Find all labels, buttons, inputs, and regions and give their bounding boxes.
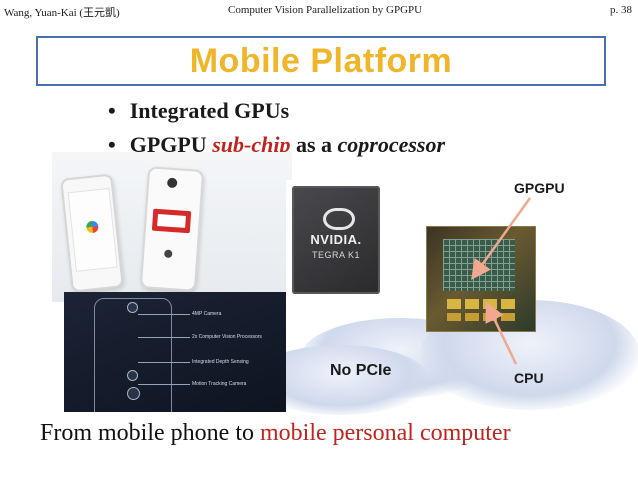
- camera-lens-icon: [127, 387, 140, 400]
- cpu-arrow: [485, 301, 518, 365]
- callout-line: [138, 314, 190, 315]
- cpu-cache: [501, 313, 515, 321]
- bullet-item: • Integrated GPUs: [108, 94, 445, 128]
- cpu-core: [465, 299, 479, 309]
- header-author: Wang, Yuan-Kai (王元凱): [4, 7, 120, 19]
- bullet-text: Integrated GPUs: [129, 98, 290, 123]
- header-course: Computer Vision Parallelization by GPGPU: [228, 4, 423, 16]
- diagram-label: 4MP Camera: [192, 311, 222, 317]
- camera-lens-icon: [127, 370, 138, 381]
- slide-title: Mobile Platform: [189, 41, 453, 80]
- callout-line: [138, 362, 190, 363]
- chip-model-label: TEGRA K1: [311, 250, 360, 260]
- tegra-chip-image: NVIDIA. TEGRA K1: [292, 186, 380, 294]
- phone-photo-image: [52, 152, 292, 302]
- cpu-cache: [447, 313, 461, 321]
- diagram-label: Motion Tracking Camera: [192, 381, 247, 387]
- caption-emphasis: mobile personal computer: [259, 420, 511, 446]
- camera-lens-icon: [127, 302, 138, 313]
- no-pcie-label: No PCIe: [330, 362, 392, 379]
- gpgpu-label: GPGPU: [514, 180, 565, 196]
- cpu-core: [501, 299, 515, 309]
- diagram-label: 2x Computer Vision Processors: [192, 334, 262, 340]
- nvidia-eye-icon: [323, 208, 355, 230]
- bullet-text-part: as a: [290, 132, 338, 157]
- bottom-caption: From mobile phone to mobile personal com…: [40, 420, 511, 447]
- bullet-marker: •: [108, 132, 116, 157]
- phone-outline: [94, 298, 172, 412]
- title-frame: Mobile Platform: [36, 36, 606, 86]
- caption-text: From mobile phone to: [40, 420, 260, 446]
- diagram-label: Integrated Depth Sensing: [192, 359, 249, 365]
- bullet-marker: •: [108, 98, 116, 123]
- cpu-label: CPU: [514, 370, 544, 386]
- header-page-number: p. 38: [610, 4, 632, 16]
- cpu-cache: [465, 313, 479, 321]
- phone-diagram-image: 4MP Camera 2x Computer Vision Processors…: [64, 292, 286, 412]
- bullet-italic: coprocessor: [337, 132, 446, 157]
- chip-brand-label: NVIDIA.: [310, 232, 362, 247]
- callout-line: [138, 337, 190, 338]
- callout-line: [138, 384, 190, 385]
- gpgpu-arrow: [471, 197, 532, 281]
- cpu-core: [447, 299, 461, 309]
